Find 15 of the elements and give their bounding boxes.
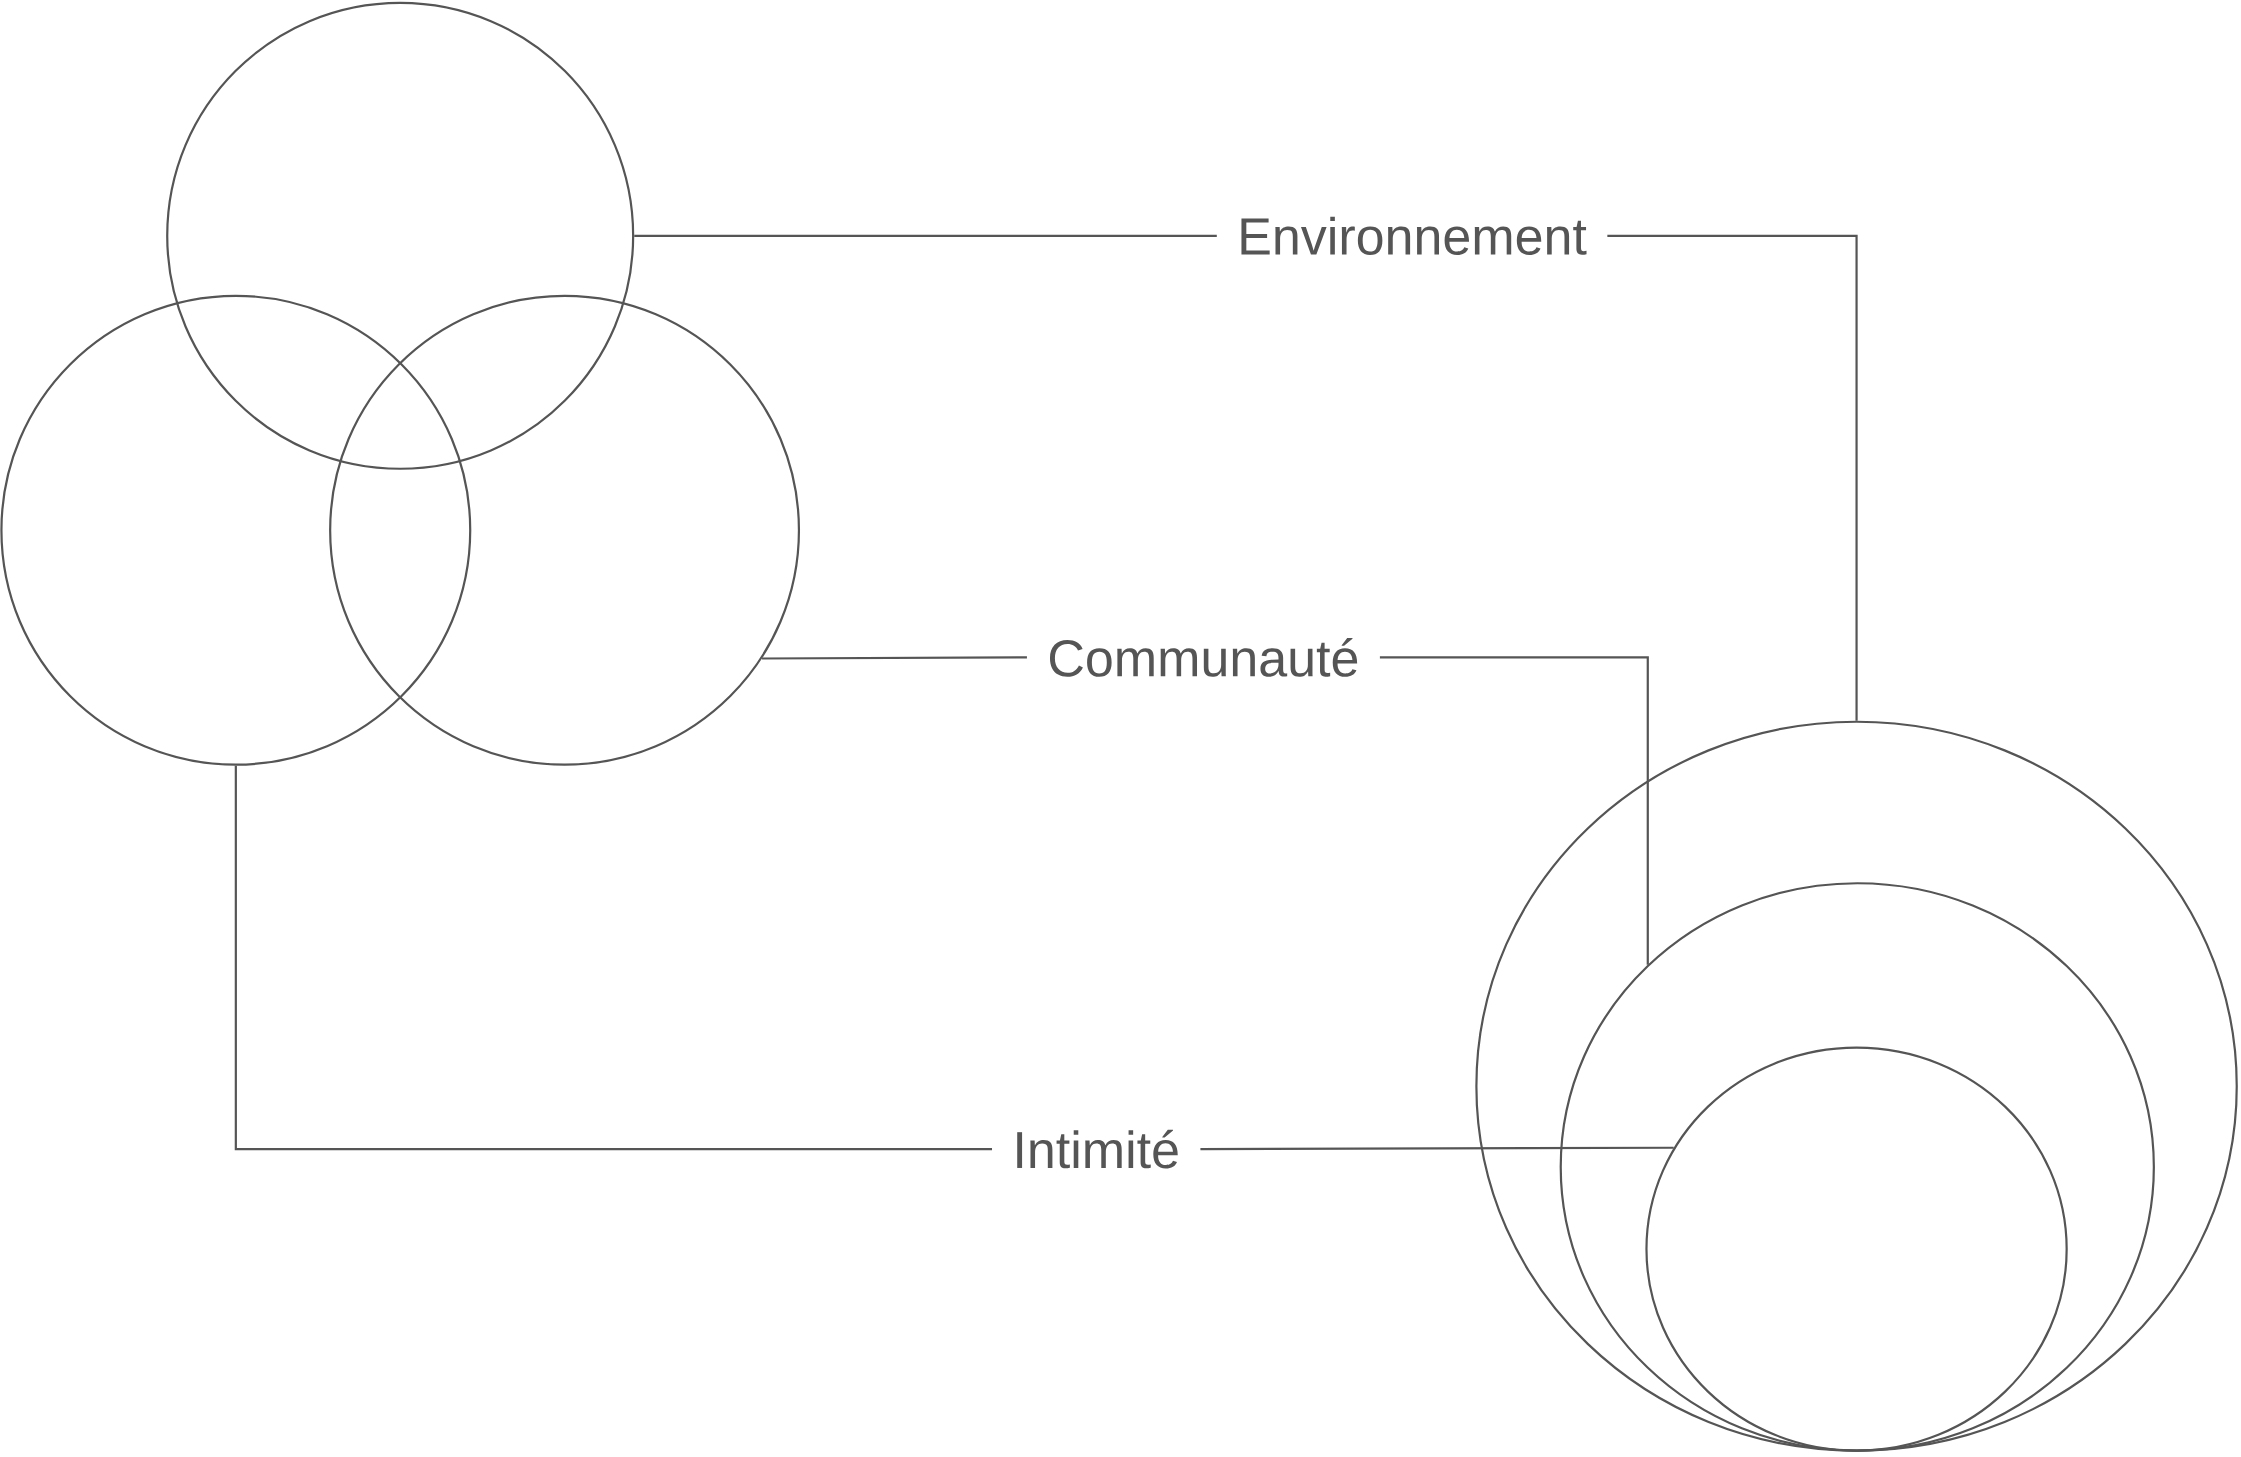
circle-label: Intimité [1017,1129,1178,1169]
circle [1645,1046,2068,1452]
circle [1475,720,2238,1452]
circle [329,294,801,766]
connector-line [1379,656,1649,965]
circle [1559,882,2155,1452]
connector-line [1607,234,1858,721]
connector-line [762,656,1027,660]
circle [166,1,635,470]
circle-label: Communauté [1050,638,1358,677]
connector-line [234,765,992,1151]
connector-line [1200,1146,1674,1151]
connector-line [634,234,1217,237]
circle [0,294,472,766]
circle-label: Environnement [1241,216,1587,255]
